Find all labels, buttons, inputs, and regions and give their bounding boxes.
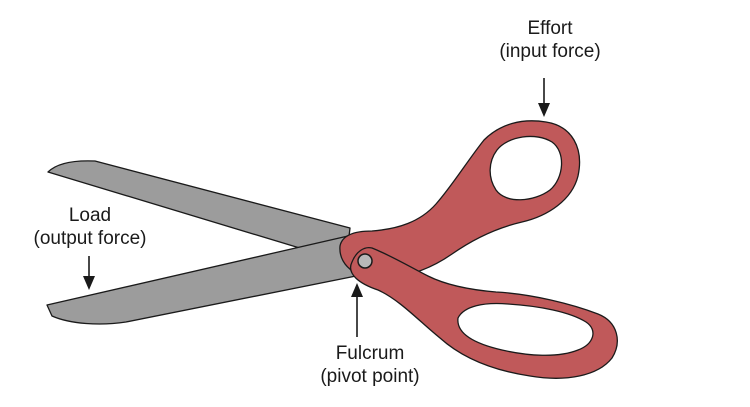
fulcrum-arrow bbox=[351, 283, 363, 337]
fulcrum-label: Fulcrum (pivot point) bbox=[280, 342, 460, 388]
pivot-screw bbox=[357, 253, 373, 269]
load-title: Load bbox=[68, 205, 112, 226]
load-label: Load (output force) bbox=[0, 204, 180, 250]
effort-label: Effort (input force) bbox=[470, 17, 630, 63]
lower-blade bbox=[46, 235, 357, 325]
effort-subtitle: (input force) bbox=[499, 41, 601, 62]
upper-blade bbox=[47, 160, 351, 263]
fulcrum-title: Fulcrum bbox=[335, 343, 405, 364]
load-arrow bbox=[83, 256, 95, 290]
fulcrum-subtitle: (pivot point) bbox=[320, 366, 420, 387]
effort-title: Effort bbox=[527, 18, 573, 39]
load-subtitle: (output force) bbox=[33, 228, 147, 249]
lower-handle bbox=[350, 246, 618, 379]
effort-arrow bbox=[538, 78, 550, 117]
